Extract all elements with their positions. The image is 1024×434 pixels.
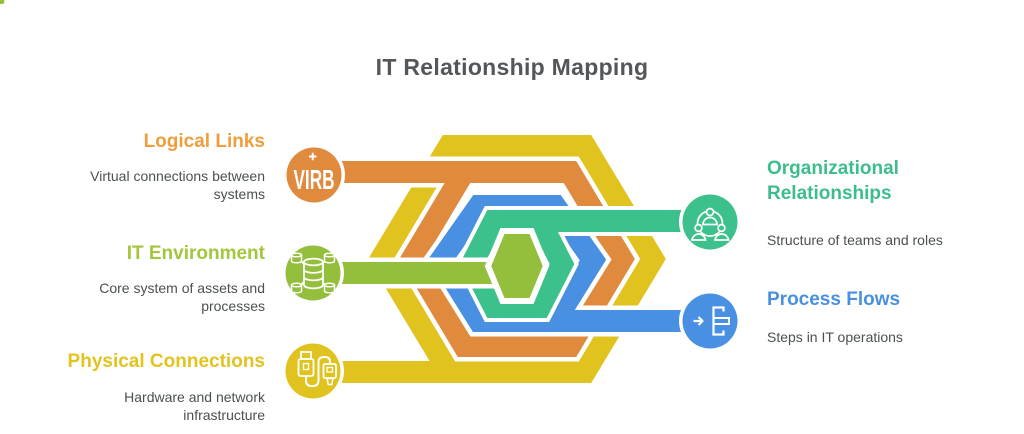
section-logical-links: Logical Links Virtual connections betwee…	[35, 130, 265, 203]
section-description-logical-links: Virtual connections between systems	[90, 168, 265, 202]
section-physical-connections: Physical Connections Hardware and networ…	[35, 350, 265, 424]
section-it-environment: IT Environment Core system of assets and…	[35, 242, 265, 315]
section-description-physical-connections: Hardware and network infrastructure	[124, 389, 265, 423]
section-description-it-environment: Core system of assets and processes	[99, 280, 265, 314]
team-network-icon	[679, 191, 741, 253]
section-process-flows: Process Flows Steps in IT operations	[767, 288, 1012, 346]
blue-hexagon-ring-and-connector	[422, 190, 710, 337]
virb-logo-icon: VIRB	[283, 144, 345, 206]
section-label-physical-connections: Physical Connections	[67, 351, 265, 372]
database-network-icon	[0, 0, 344, 304]
page-title: IT Relationship Mapping	[375, 54, 649, 80]
section-label-it-environment: IT Environment	[126, 243, 265, 264]
section-description-organizational-relationships: Structure of teams and roles	[767, 232, 943, 248]
section-organizational-relationships: Organizational Relationships Structure o…	[767, 156, 1012, 249]
olive-connector-and-core-hexagon	[313, 228, 550, 304]
section-description-process-flows: Steps in IT operations	[767, 329, 903, 345]
section-label-organizational-relationships: Organizational Relationships	[767, 158, 899, 204]
virb-logo-text: VIRB	[293, 164, 334, 195]
flow-branch-icon	[679, 290, 741, 352]
section-label-process-flows: Process Flows	[767, 289, 901, 310]
usb-cable-icon	[282, 340, 344, 402]
section-label-logical-links: Logical Links	[143, 131, 265, 152]
emerald-hexagon-ring-and-connector	[455, 206, 710, 322]
